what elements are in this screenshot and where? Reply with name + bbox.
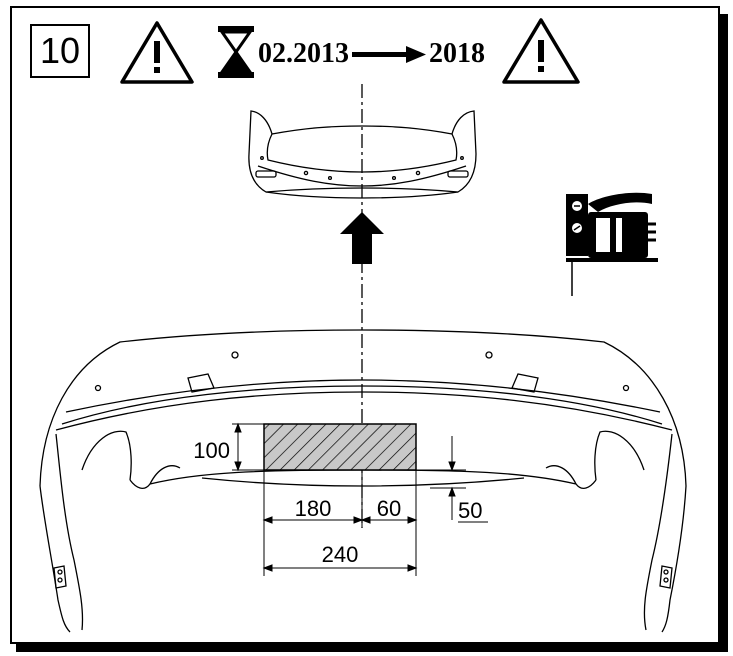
warning-triangle-icon xyxy=(502,18,580,84)
jigsaw-tool-icon xyxy=(566,192,658,296)
frame-shadow-bottom xyxy=(16,644,728,652)
date-to: 2018 xyxy=(429,38,485,69)
dimension-lines xyxy=(232,422,466,576)
cut-area xyxy=(263,423,417,471)
dim-total-label: 240 xyxy=(322,542,359,567)
arrow-right-icon xyxy=(352,46,426,63)
instruction-frame xyxy=(10,6,720,644)
dim-left-label: 180 xyxy=(295,496,332,521)
dim-vertical-label: 50 xyxy=(458,498,482,523)
dim-right-label: 60 xyxy=(377,496,401,521)
step-number: 10 xyxy=(39,30,81,71)
dim-height-label: 100 xyxy=(193,438,230,463)
warning-triangle-icon xyxy=(120,21,194,84)
step-number-box: 10 xyxy=(30,24,90,78)
production-period: 02.2013 2018 xyxy=(258,36,485,72)
bumper-main xyxy=(39,329,687,633)
date-from: 02.2013 xyxy=(258,38,349,69)
hourglass-icon xyxy=(218,26,254,78)
frame-shadow-right xyxy=(720,14,728,650)
